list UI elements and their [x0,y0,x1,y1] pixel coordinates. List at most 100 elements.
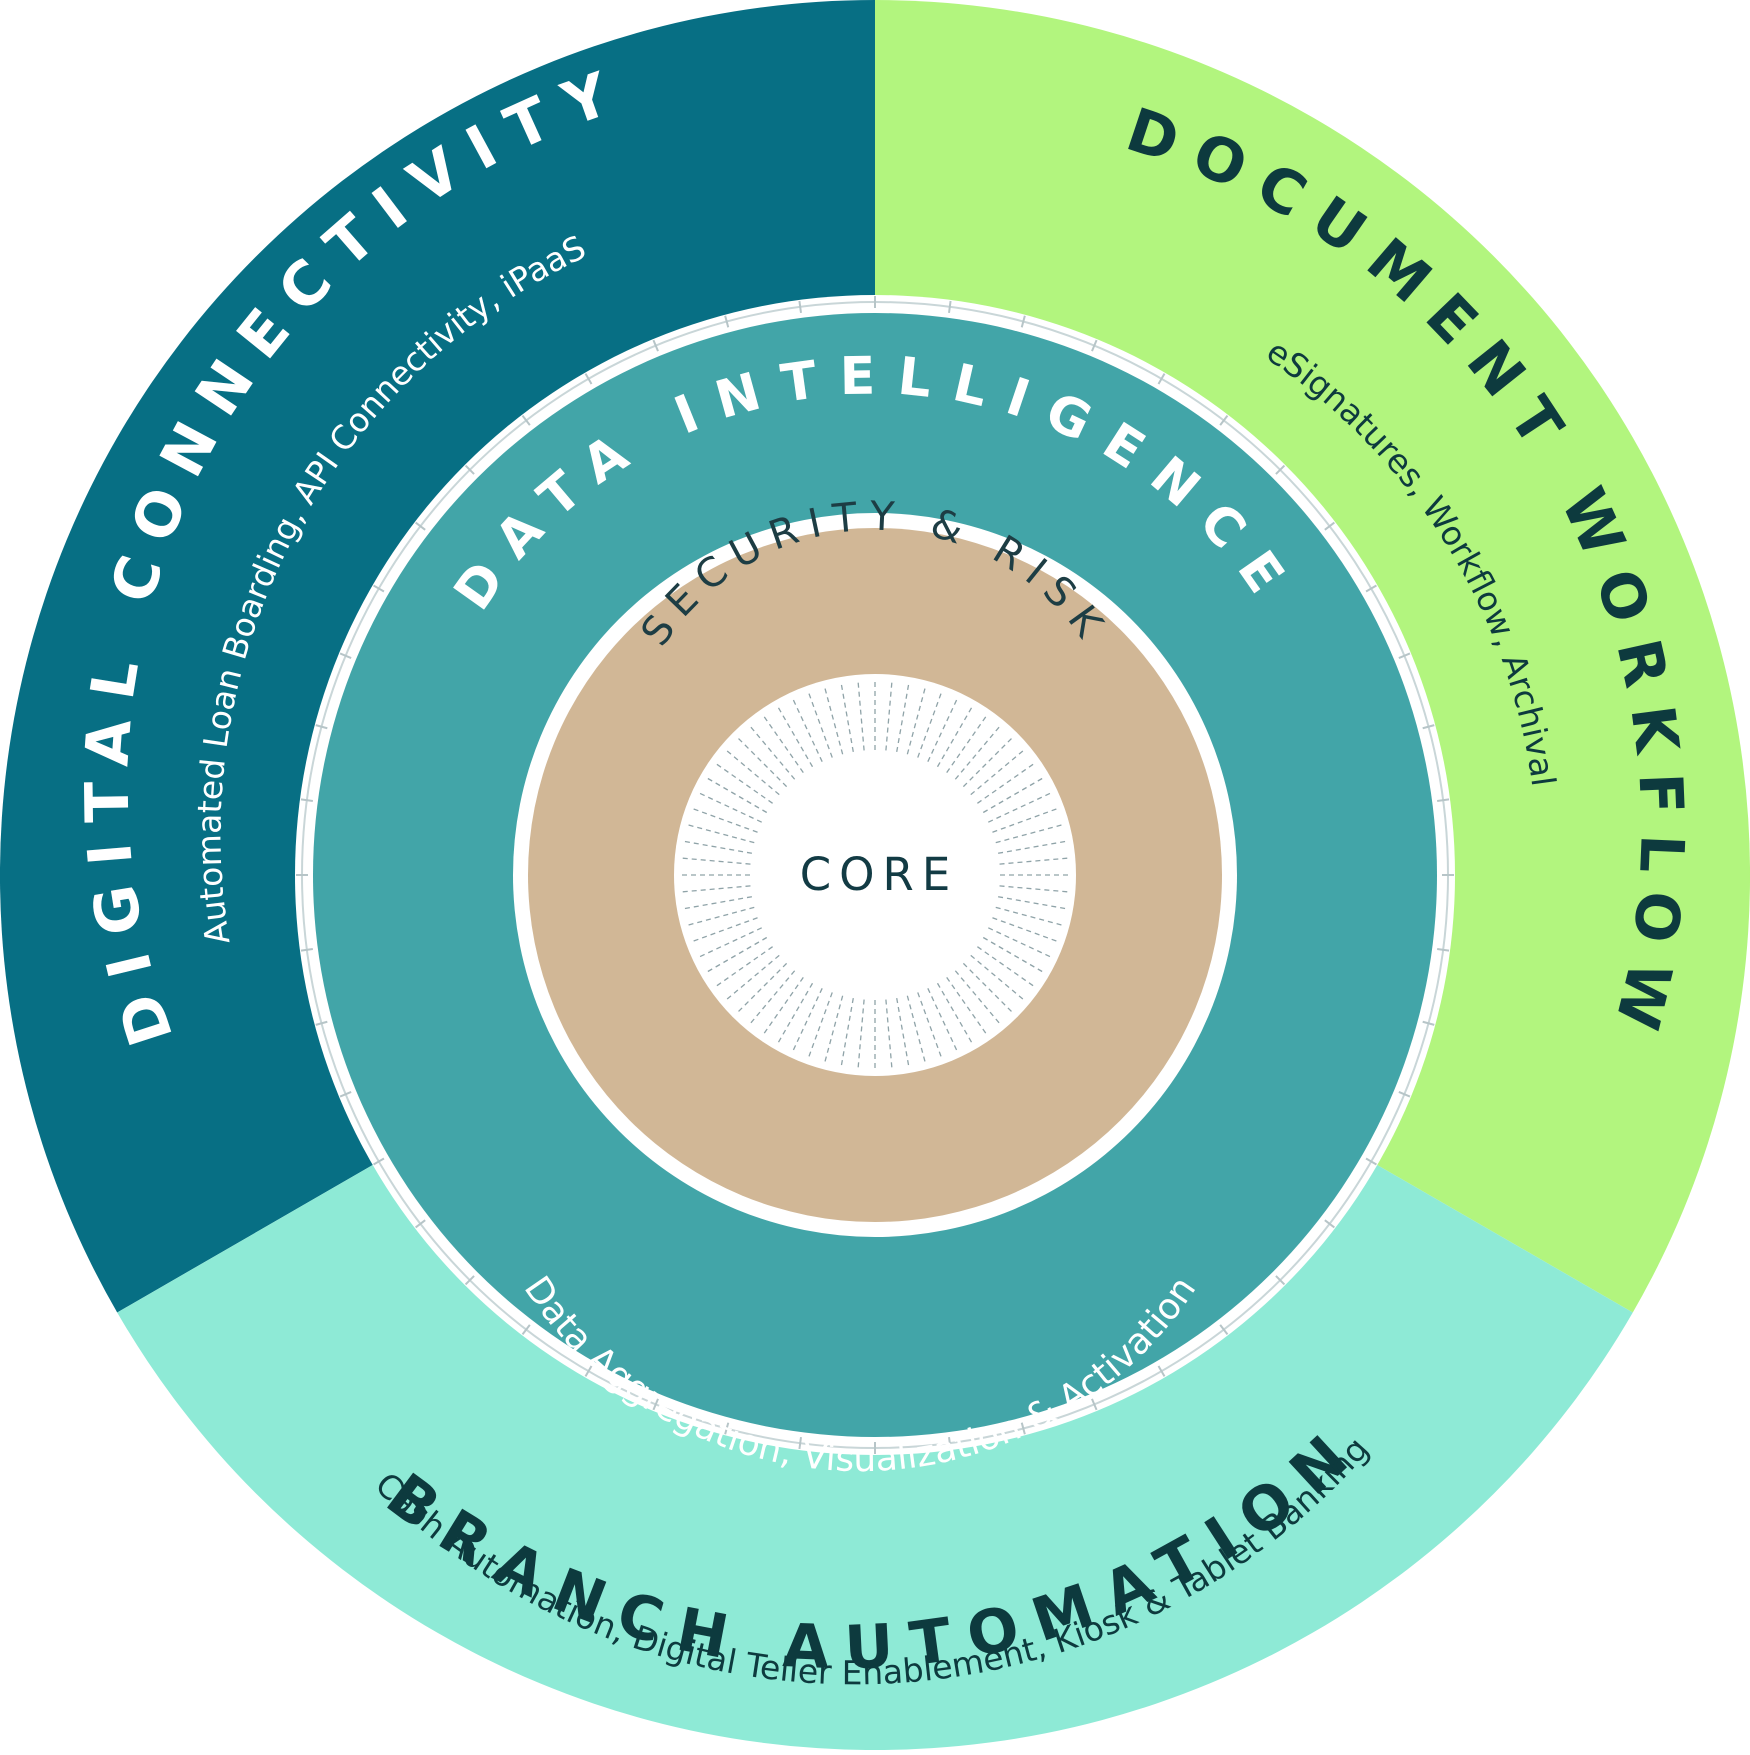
tick-mark [948,1437,952,1450]
tick-mark [1157,1365,1166,1377]
core-ray [992,917,1060,943]
core-ray [936,982,974,1046]
core-ray [946,714,988,773]
tick-mark [1324,1219,1335,1229]
core-ray [679,885,751,893]
core-ray [681,840,753,854]
tick-mark [300,948,313,952]
core-ray [735,962,788,1015]
core-ray [697,927,762,959]
tick-mark [1091,1398,1098,1411]
core-ray [982,936,1046,974]
tick-mark [1157,373,1166,385]
core-ray [697,791,762,823]
core-ray [857,999,865,1071]
tick-mark [1020,315,1026,328]
core-ray [885,999,893,1071]
core-ray [823,685,844,755]
tick-mark [339,652,352,659]
core-ray [927,988,959,1053]
core-ray [681,896,753,910]
core-ray [999,857,1071,865]
core-ray-lines [679,679,1071,1071]
core-ray [724,748,780,796]
tick-mark [724,1422,730,1435]
core-ray [982,776,1046,814]
tick-mark [798,1437,802,1450]
core-ray [690,917,758,943]
core-ray [704,936,768,974]
tick-mark [1437,948,1450,952]
core-ray [946,977,988,1036]
core-ray [685,823,755,844]
tick-mark [1422,724,1435,730]
tick-mark [724,315,730,328]
core-ray [679,857,751,865]
core-label: CORE [800,848,959,901]
tick-mark [373,584,385,593]
core-ray [962,735,1015,788]
tick-mark [584,1365,593,1377]
tick-mark [1398,1091,1411,1098]
outer-tick-marks [296,296,1454,1454]
core-ray [917,690,943,758]
tick-mark [464,1275,475,1286]
tick-mark [1219,415,1229,426]
core-ray [906,995,927,1065]
core-ray [896,681,910,753]
core-ray [748,724,796,780]
tick-mark [652,1398,659,1411]
tick-mark [464,464,475,475]
tick-mark [1219,1324,1229,1335]
core-ray [690,807,758,833]
core-ray [762,714,804,773]
tick-mark [315,1020,328,1026]
core-ray [748,970,796,1026]
tick-mark [1091,339,1098,352]
core-ray [776,704,814,768]
core-ray [997,896,1069,910]
core-ray [977,762,1036,804]
core-ray [970,954,1026,1002]
tick-mark [1020,1422,1026,1435]
core-ray [999,885,1071,893]
tick-mark [652,339,659,352]
core-ray [704,776,768,814]
tick-mark [339,1091,352,1098]
core-ray [840,681,854,753]
core-ray [896,997,910,1069]
core-ray [857,679,865,751]
tick-mark [521,1324,531,1335]
tick-mark [315,724,328,730]
tick-mark [1275,464,1286,475]
tick-mark [521,415,531,426]
tick-mark [415,1219,426,1229]
core-ray [762,977,804,1036]
core-ray [776,982,814,1046]
tick-mark [1324,521,1335,531]
core-ray [724,954,780,1002]
tick-mark [1437,798,1450,802]
core-ray [791,988,823,1053]
core-ray [714,946,773,988]
core-ray [885,679,893,751]
core-ray [823,995,844,1065]
core-ray [970,748,1026,796]
tick-mark [1422,1020,1435,1026]
core-ray [840,997,854,1069]
tick-mark [373,1157,385,1166]
core-ray [992,807,1060,833]
core-ray [954,724,1002,780]
core-ray [977,946,1036,988]
tick-mark [300,798,313,802]
tick-mark [415,521,426,531]
core-ray [995,823,1065,844]
core-ray [936,704,974,768]
core-ray [807,690,833,758]
core-ray [906,685,927,755]
core-ray [995,906,1065,927]
core-ray [997,840,1069,854]
core-ray [735,735,788,788]
